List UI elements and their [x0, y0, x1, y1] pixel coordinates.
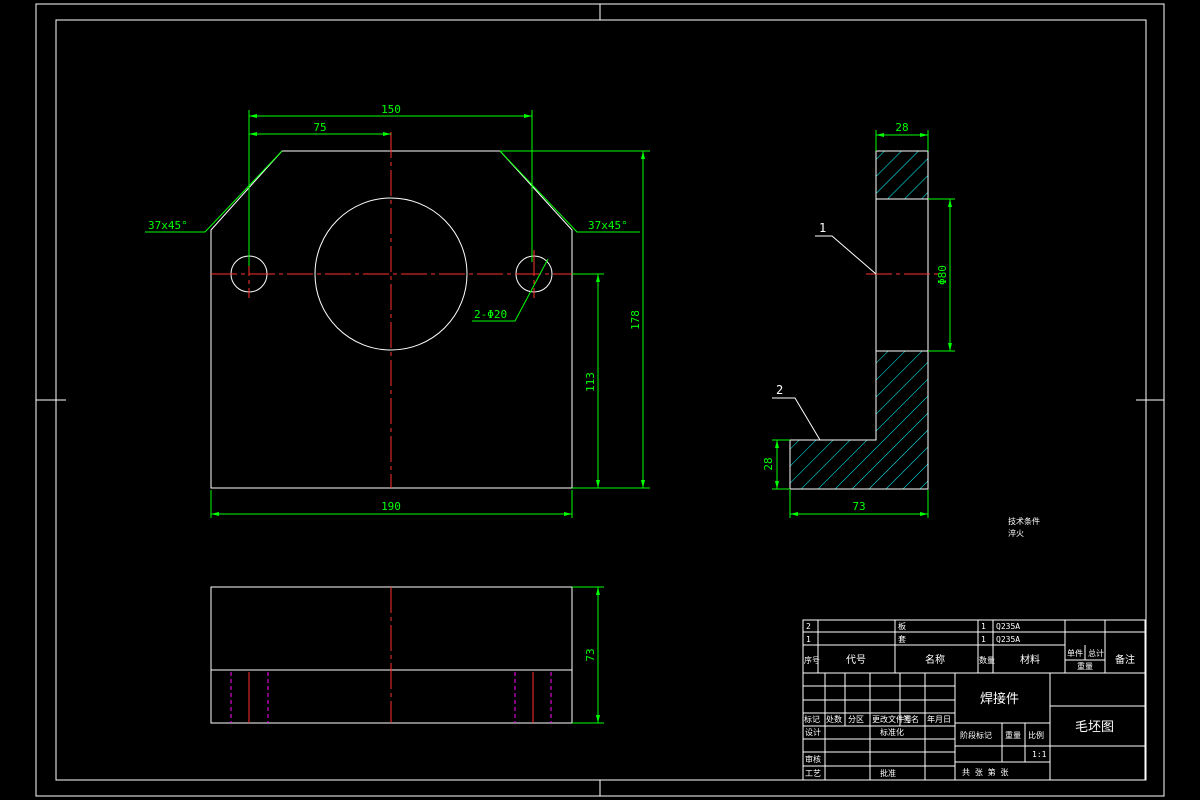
part-row-1-qty: 1 — [981, 635, 986, 644]
part-name: 焊接件 — [980, 691, 1019, 707]
front-view: 150 75 37x45° 37x45° 2-Φ20 178 113 190 — [145, 103, 650, 518]
label-approve: 批准 — [880, 768, 896, 778]
part-row-1-material: Q235A — [996, 635, 1020, 644]
dim-chamfer-right: 37x45° — [588, 219, 628, 232]
header-name: 名称 — [925, 653, 945, 666]
label-weight: 重量 — [1005, 730, 1021, 740]
dim-holes: 2-Φ20 — [474, 308, 507, 321]
dim-base-width: 190 — [381, 500, 401, 513]
side-hatch-top — [876, 151, 928, 199]
header-weight: 重量 — [1077, 661, 1093, 671]
label-sheets: 共 张 第 张 — [962, 767, 1008, 777]
dim-height-center: 113 — [584, 372, 597, 392]
front-dimension-arrows — [211, 114, 645, 516]
scale-value: 1:1 — [1032, 750, 1047, 759]
dim-top-width: 150 — [381, 103, 401, 116]
part-row-1-name: 套 — [898, 634, 906, 644]
label-scale: 比例 — [1028, 730, 1044, 740]
header-material: 材料 — [1020, 653, 1040, 666]
dim-half-width: 75 — [313, 121, 326, 134]
bottom-hole-center-lines — [248, 672, 534, 723]
rev-date: 年月日 — [927, 714, 951, 724]
dim-flange-width: 73 — [852, 500, 865, 513]
front-center-lines — [211, 132, 572, 488]
part-row-0-material: Q235A — [996, 622, 1020, 631]
rev-zone: 分区 — [848, 715, 864, 724]
label-process: 工艺 — [805, 769, 821, 778]
label-design: 设计 — [805, 727, 821, 737]
label-stage-marks: 阶段标记 — [960, 730, 992, 740]
part-row-0-qty: 1 — [981, 622, 986, 631]
dim-height-total: 178 — [629, 310, 642, 330]
drawing-frame — [35, 3, 1165, 797]
header-total: 总计 — [1088, 648, 1104, 658]
header-qty: 数量 — [979, 655, 995, 665]
part-row-1-no: 1 — [806, 635, 811, 644]
side-dimension-lines — [772, 130, 955, 518]
dim-bottom-height: 73 — [584, 648, 597, 661]
dim-bore: Φ80 — [936, 265, 949, 285]
title-block: 2 板 1 Q235A 1 套 1 Q235A 序号 代号 名称 数量 材料 单… — [802, 619, 1146, 781]
rev-file: 更改文件号 — [872, 714, 912, 724]
part-leaders — [772, 235, 877, 441]
side-dimension-arrows — [775, 133, 952, 516]
dim-flange-height: 28 — [762, 457, 775, 470]
side-view: 28 Φ80 28 73 1 2 — [762, 121, 955, 518]
tech-note-line1: 技术条件 — [1008, 516, 1040, 526]
header-single: 单件 — [1067, 648, 1083, 658]
leader-part2: 2 — [776, 383, 783, 397]
side-hatch-bottom — [790, 351, 928, 489]
tech-note-line2: 淬火 — [1008, 528, 1024, 538]
rev-sign: 签名 — [903, 714, 919, 724]
rev-mark: 标记 — [804, 714, 820, 724]
dim-thickness-top: 28 — [895, 121, 908, 134]
bottom-view: 73 — [210, 586, 604, 724]
center-bore-circle — [314, 197, 468, 351]
leader-part1: 1 — [819, 221, 826, 235]
dim-chamfer-left: 37x45° — [148, 219, 188, 232]
hidden-hole-lines — [230, 672, 552, 723]
header-no: 序号 — [804, 655, 820, 665]
part-row-0-no: 2 — [806, 622, 811, 631]
header-remarks: 备注 — [1115, 653, 1135, 666]
part-row-0-name: 板 — [898, 621, 906, 631]
rev-count: 处数 — [826, 714, 842, 724]
label-standardize: 标准化 — [880, 727, 904, 737]
header-code: 代号 — [846, 654, 866, 666]
front-dimension-lines — [145, 110, 650, 518]
drawing-title: 毛坯图 — [1075, 720, 1114, 735]
bottom-dimension-lines — [572, 586, 604, 724]
label-review: 审核 — [805, 754, 821, 764]
